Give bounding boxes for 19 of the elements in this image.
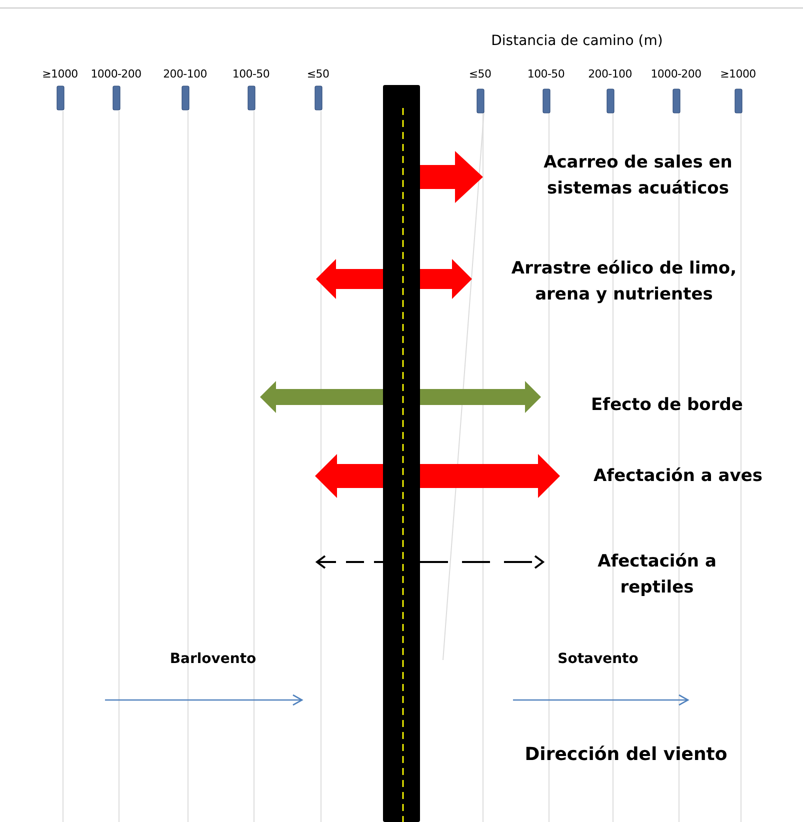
distance-label: 200-100: [163, 66, 207, 82]
distance-label: ≤50: [306, 66, 330, 82]
effect-label: Arrastre eólico de limo, arena y nutrientes: [510, 258, 738, 307]
distance-label: 1000-200: [650, 66, 702, 82]
distance-label: ≤50: [468, 66, 492, 82]
distance-label: 100-50: [232, 66, 270, 82]
distance-label: 1000-200: [90, 66, 142, 82]
effect-label: Afectación a reptiles: [596, 550, 718, 600]
distance-label: 100-50: [527, 66, 565, 82]
effect-label: Afectación a aves: [594, 464, 762, 488]
distance-label: ≥1000: [720, 66, 756, 82]
distance-label: 200-100: [588, 66, 632, 82]
effect-label: Acarreo de sales en sistemas acuáticos: [542, 152, 734, 201]
side-label: Barlovento: [170, 650, 256, 670]
effect-label: Efecto de borde: [591, 394, 743, 417]
axis-title: Distancia de camino (m): [491, 32, 663, 52]
side-label: Sotavento: [558, 650, 638, 670]
distance-label: ≥1000: [42, 66, 78, 82]
wind-label: Dirección del viento: [524, 743, 728, 768]
